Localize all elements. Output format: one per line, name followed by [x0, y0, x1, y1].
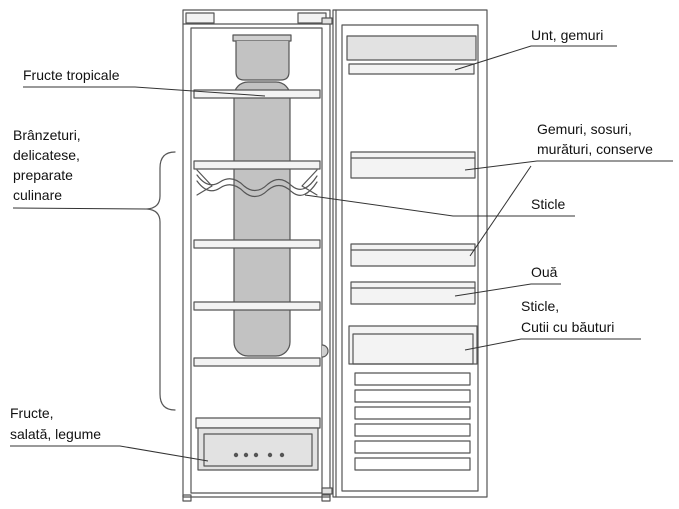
label-fructe-salata-line-1: Fructe,	[10, 405, 54, 421]
door-inner	[341, 24, 479, 492]
rack-wave-bottom	[196, 180, 318, 198]
rack-right-bracket	[301, 169, 318, 196]
label-gemuri-line-2: murături, conserve	[537, 141, 653, 157]
duct-column	[233, 81, 291, 357]
shelf-2	[193, 160, 321, 170]
door-shelf-bottles	[350, 243, 476, 267]
crisper-dot-2	[243, 452, 249, 458]
door-shelf-drinks	[348, 325, 478, 365]
shelf-3	[193, 239, 321, 249]
label-fructe-salata-line-2: salată, legume	[10, 426, 102, 442]
crisper-dot-3	[253, 452, 259, 458]
cabinet-shelves	[193, 89, 321, 367]
hinge-bottom	[321, 487, 333, 495]
door-panel-1	[354, 372, 471, 386]
label-gemuri-line-1: Gemuri, sosuri,	[537, 121, 632, 137]
leader-sticle-rack	[304, 194, 575, 217]
door-panel-4	[354, 423, 471, 437]
fridge-cabinet	[182, 9, 333, 502]
door-panel-2	[354, 389, 471, 403]
cabinet-foot-right	[321, 494, 331, 502]
door-shelf-jars	[350, 151, 476, 179]
duct-top-vent	[232, 34, 292, 42]
label-unt-gemuri: Unt, gemuri	[531, 27, 604, 43]
crisper-dot-4	[267, 452, 273, 458]
label-branzeturi-line-1: Brânzeturi,	[13, 127, 81, 143]
leader-fructe-tropicale	[23, 86, 266, 97]
label-branzeturi-line-2: delicatese,	[13, 147, 80, 163]
label-sticle-cutii-line-1: Sticle,	[521, 298, 560, 314]
butter-lid	[346, 35, 477, 61]
butter-compartment	[346, 35, 477, 75]
middle-shelves-bracket	[146, 151, 176, 411]
crisper-cover	[195, 417, 321, 429]
label-branzeturi-line-4: culinare	[13, 187, 63, 203]
cabinet-top-left-cap	[185, 12, 215, 24]
rack-left-bracket	[196, 169, 213, 196]
door-panel-6	[354, 457, 471, 471]
label-fructe-tropicale: Fructe tropicale	[23, 67, 120, 83]
leader-sticle-door	[469, 165, 532, 257]
cabinet-inner	[190, 27, 323, 494]
label-sticle: Sticle	[531, 196, 566, 212]
leader-sticle-cutii	[464, 338, 641, 351]
door-lower-panels	[354, 372, 471, 471]
shelf-4	[193, 301, 321, 311]
crisper-body	[197, 427, 319, 471]
butter-tray	[348, 63, 475, 75]
leader-unt-gemuri	[454, 45, 617, 71]
cabinet-side-knob	[321, 344, 329, 358]
rack-wave-top	[196, 174, 318, 192]
cabinet-outer	[182, 9, 331, 498]
cabinet-foot-left	[182, 494, 192, 502]
leader-oua	[454, 283, 561, 297]
leader-branzeturi	[12, 207, 148, 210]
fridge-door	[332, 9, 488, 498]
door-shelf-eggs	[350, 281, 476, 305]
door-panel-5	[354, 440, 471, 454]
door-outer	[332, 9, 488, 498]
label-sticle-cutii-line-2: Cutii cu băuturi	[521, 319, 615, 335]
door-shelves	[348, 151, 478, 365]
crisper-dot-1	[233, 452, 239, 458]
air-duct	[232, 34, 292, 357]
crisper-drawer	[195, 417, 321, 471]
door-shelf-drinks-front	[352, 333, 474, 365]
shelf-5	[193, 357, 321, 367]
door-panel-3	[354, 406, 471, 420]
crisper-dot-5	[279, 452, 285, 458]
shelf-1	[193, 89, 321, 99]
label-oua: Ouă	[531, 264, 558, 280]
duct-head	[235, 40, 290, 81]
crisper-front	[203, 433, 313, 467]
leader-lines	[10, 45, 673, 462]
leader-fructe-salata	[10, 445, 209, 462]
leader-gemuri	[464, 160, 673, 171]
bottle-rack	[196, 169, 318, 198]
label-branzeturi-line-3: preparate	[13, 167, 73, 183]
hinge-top	[321, 17, 333, 25]
